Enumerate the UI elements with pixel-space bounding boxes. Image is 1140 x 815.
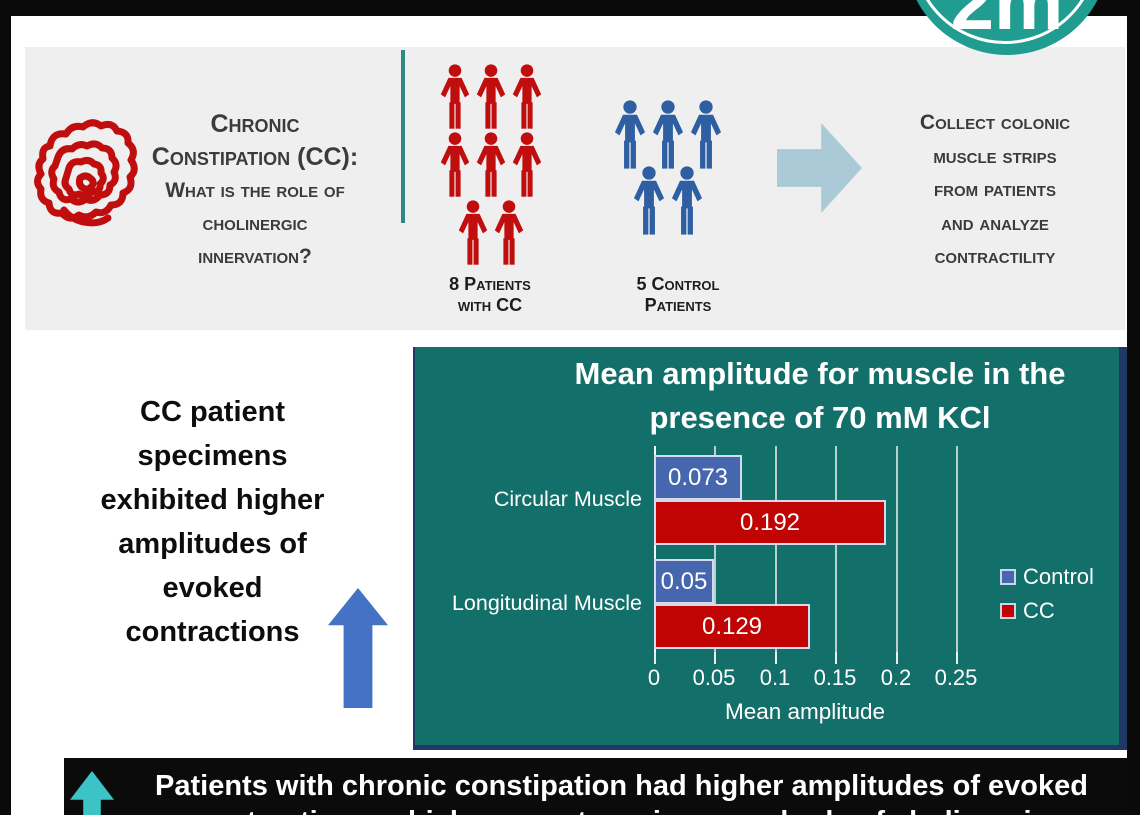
teal-up-arrow-icon	[70, 771, 114, 815]
person-icon	[652, 100, 684, 169]
chart-x-axis-title: Mean amplitude	[724, 699, 886, 724]
control-patients-label: 5 Control Patients	[603, 274, 753, 316]
chart-bar-control: 0.073	[654, 455, 742, 500]
summary-banner: Patients with chronic constipation had h…	[64, 758, 1129, 815]
legend-item-cc: CC	[1000, 594, 1094, 628]
person-icon	[512, 64, 541, 129]
frame-left	[0, 0, 11, 815]
person-icon	[633, 166, 665, 235]
chart-tick-mark	[896, 652, 898, 664]
person-icon	[614, 100, 646, 169]
intro-subtitle-line2: cholinergic	[202, 212, 308, 235]
legend-item-control: Control	[1000, 560, 1094, 594]
finding-line1: CC patient	[140, 396, 285, 428]
cc-patients-label-line2: with CC	[457, 295, 523, 315]
person-icon	[690, 100, 722, 169]
chart-tick-label: 0.25	[934, 665, 978, 690]
person-icon	[494, 200, 523, 265]
journal-logo-text: 2m	[950, 0, 1064, 46]
method-line3: from patients	[934, 178, 1056, 201]
people-row	[611, 100, 725, 170]
chart-tick-label: 0.2	[880, 665, 912, 690]
legend-swatch	[1000, 603, 1016, 619]
finding-line2: specimens	[137, 440, 288, 472]
person-icon	[671, 166, 703, 235]
chart-bar-cc: 0.129	[654, 604, 810, 649]
chart-tick-mark	[775, 652, 777, 664]
chart-tick-mark	[956, 652, 958, 664]
chart-tick-label: 0	[647, 665, 661, 690]
chart-tick-mark	[654, 652, 656, 664]
finding-line6: contractions	[125, 616, 300, 648]
intro-title: Chronic Constipation (CC): What is the r…	[130, 108, 380, 273]
chart-gridline	[896, 446, 898, 652]
person-icon	[476, 132, 505, 197]
intro-title-line2: Constipation (CC):	[151, 143, 359, 171]
chart-tick-mark	[835, 652, 837, 664]
person-icon	[440, 64, 469, 129]
method-line4: and analyze	[941, 211, 1049, 235]
chart-panel: Mean amplitude for muscle in the presenc…	[413, 347, 1127, 750]
cc-patients-label-line1: 8 Patients	[449, 274, 531, 294]
legend-swatch	[1000, 569, 1016, 585]
frame-top	[0, 0, 1140, 16]
chart-tick-label: 0.1	[759, 665, 791, 690]
chart-title: Mean amplitude for muscle in the presenc…	[515, 352, 1125, 440]
control-patients-label-line1: 5 Control	[636, 274, 720, 294]
control-patients-label-line2: Patients	[644, 295, 712, 315]
people-row	[455, 200, 527, 266]
chart-gridline	[714, 446, 716, 652]
chart-tick-label: 0.15	[813, 665, 857, 690]
finding-text: CC patient specimens exhibited higher am…	[85, 390, 340, 654]
vertical-divider	[401, 50, 405, 223]
chart-gridline	[835, 446, 837, 652]
finding-line4: amplitudes of	[118, 528, 307, 560]
chart-category-label: Circular Muscle	[493, 487, 642, 511]
people-row	[437, 64, 545, 130]
method-line1: Collect colonic	[919, 111, 1071, 134]
frame-right	[1127, 0, 1140, 815]
finding-line5: evoked	[162, 572, 263, 604]
method-text: Collect colonic muscle strips from patie…	[868, 106, 1122, 274]
intro-title-line1: Chronic	[210, 110, 300, 138]
summary-line1: Patients with chronic constipation had h…	[155, 770, 1088, 802]
finding-line3: exhibited higher	[100, 484, 325, 516]
chart-tick-mark	[714, 652, 716, 664]
cc-patients-group	[428, 64, 553, 266]
person-icon	[440, 132, 469, 197]
chart-gridline	[775, 446, 777, 652]
method-line5: contractility	[934, 245, 1056, 268]
people-row	[630, 166, 706, 236]
legend-label: CC	[1023, 598, 1055, 623]
intestine-icon	[34, 119, 138, 227]
chart-gridline	[956, 446, 958, 652]
chart-category-label: Longitudinal Muscle	[451, 591, 642, 615]
summary-line2: contractions, which suggests an increase…	[124, 806, 1119, 815]
person-icon	[458, 200, 487, 265]
chart-bar-control: 0.05	[654, 559, 714, 604]
chart-bar-cc: 0.192	[654, 500, 886, 545]
intro-subtitle-line1: What is the role of	[165, 179, 345, 202]
control-patients-group	[603, 100, 733, 236]
chart-axis-line	[654, 446, 656, 652]
cc-patients-label: 8 Patients with CC	[415, 274, 565, 316]
intro-panel	[25, 47, 1125, 330]
legend-label: Control	[1023, 564, 1094, 589]
method-line2: muscle strips	[933, 144, 1057, 168]
chart-title-line1: Mean amplitude for muscle in the	[574, 356, 1066, 391]
chart-title-line2: presence of 70 mM KCl	[649, 400, 991, 435]
intro-subtitle-line3: innervation?	[198, 245, 312, 268]
person-icon	[512, 132, 541, 197]
people-row	[437, 132, 545, 198]
person-icon	[476, 64, 505, 129]
chart-tick-label: 0.05	[692, 665, 736, 690]
